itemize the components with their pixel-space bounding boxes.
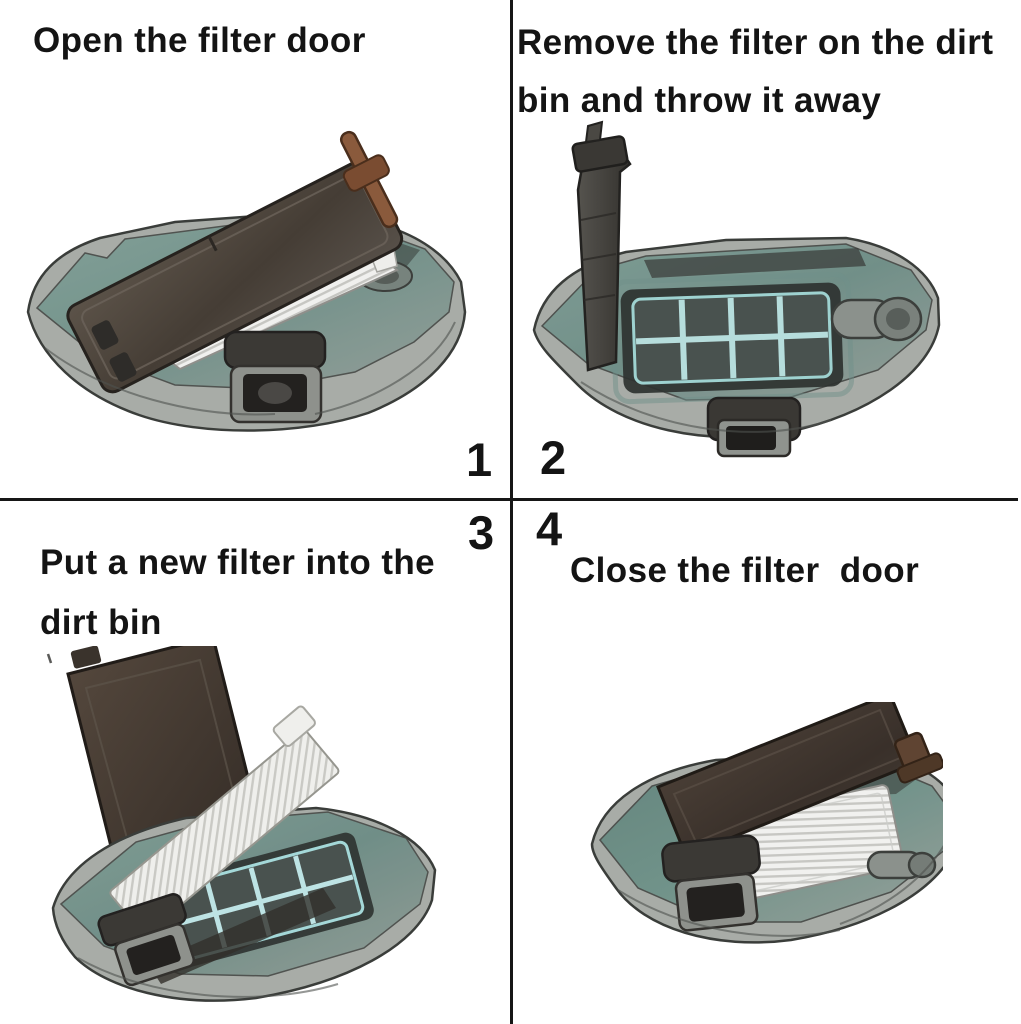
back-rim	[644, 248, 866, 278]
filter-door	[66, 130, 404, 394]
step2-caption: Remove the filter on the dirt bin and th…	[517, 14, 993, 130]
front-latch	[97, 893, 196, 987]
front-latch	[223, 330, 327, 424]
step3-caption: Put a new filter into the dirt bin	[40, 533, 435, 653]
front-latch	[706, 396, 802, 458]
step2-photo	[532, 120, 941, 458]
door-clip	[893, 731, 943, 784]
step3-caption-line: dirt bin	[40, 603, 162, 642]
door-clip	[339, 130, 399, 229]
door-hinge	[109, 352, 137, 382]
front-latch	[661, 834, 761, 932]
stray-mark	[46, 653, 53, 664]
step1-photo	[26, 130, 467, 432]
step1-caption-line: Open the filter door	[33, 21, 366, 60]
side-pipe	[830, 296, 923, 342]
step2-caption-line: bin and throw it away	[517, 81, 882, 120]
side-pipe	[866, 850, 937, 880]
filter-door-upright	[571, 120, 632, 372]
step2-caption-line: Remove the filter on the dirt	[517, 23, 994, 62]
step1-caption: Open the filter door	[33, 16, 366, 65]
filter-compartment	[609, 271, 855, 405]
step3-caption-line: Put a new filter into the	[40, 543, 436, 582]
step4-number: 4	[536, 502, 563, 555]
step4-photo	[590, 702, 943, 944]
door-hinge	[91, 320, 119, 350]
vertical-divider	[510, 0, 513, 1024]
step4-caption: Close the filter door	[570, 546, 919, 595]
step2-number: 2	[540, 431, 567, 484]
step3-photo	[46, 646, 437, 1002]
horizontal-divider	[0, 498, 1018, 501]
step1-number: 1	[466, 433, 493, 486]
step3-number: 3	[468, 506, 495, 559]
step4-caption-line: Close the filter door	[570, 551, 920, 590]
grid-lines	[635, 296, 829, 380]
